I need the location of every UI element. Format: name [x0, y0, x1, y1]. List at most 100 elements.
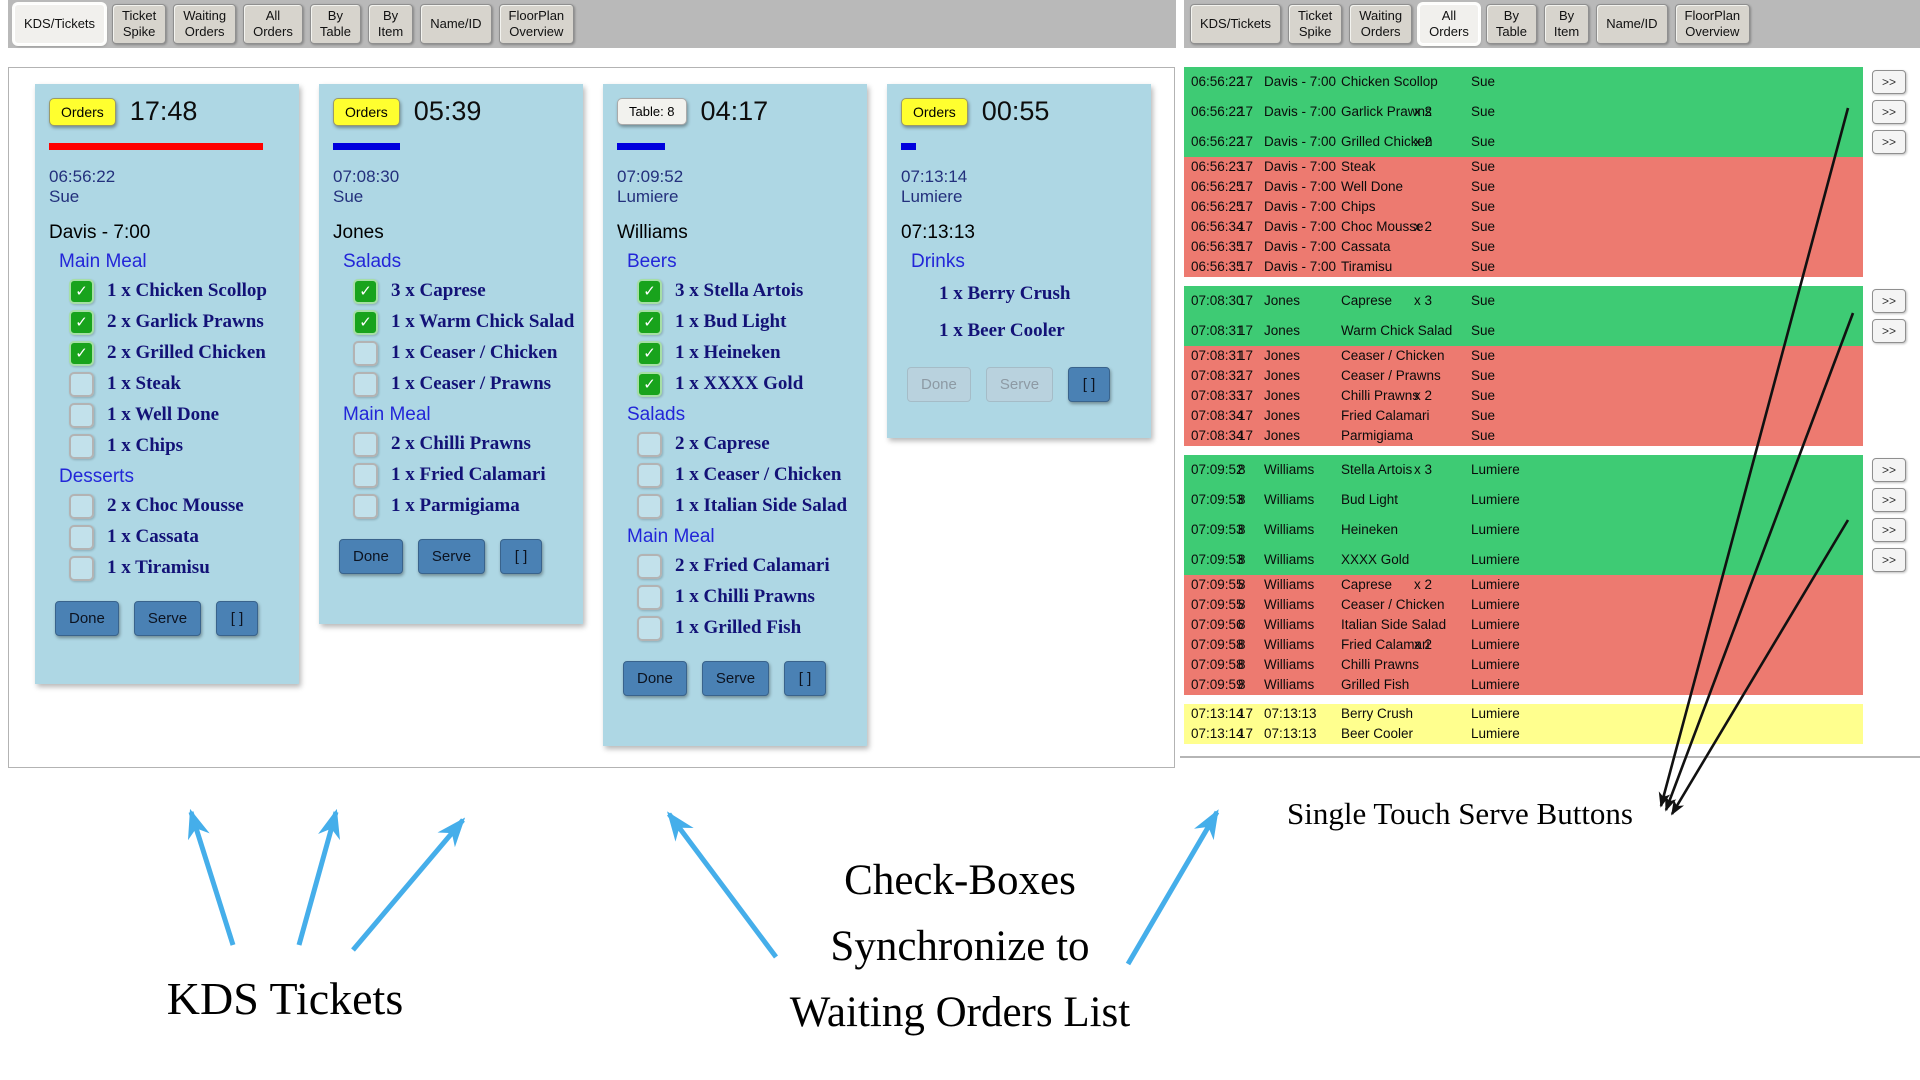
- tab-by-item[interactable]: By Item: [367, 4, 414, 44]
- checkbox-checked[interactable]: ✓: [637, 278, 662, 304]
- checkbox-checked[interactable]: ✓: [637, 371, 662, 397]
- row-time: 07:09:55: [1191, 597, 1244, 613]
- orders-badge-button[interactable]: Orders: [49, 97, 116, 126]
- done-button[interactable]: Done: [55, 601, 119, 636]
- checkbox-unchecked[interactable]: [69, 433, 94, 459]
- tab-kds-tickets[interactable]: KDS/Tickets: [14, 4, 106, 44]
- tab-waiting-orders[interactable]: Waiting Orders: [173, 4, 237, 44]
- bracket-button[interactable]: [ ]: [500, 539, 543, 574]
- table-badge-button[interactable]: Table: 8: [617, 98, 687, 125]
- checkbox-unchecked[interactable]: [637, 462, 662, 488]
- tab-by-item[interactable]: By Item: [1543, 4, 1590, 44]
- checkbox-unchecked[interactable]: [353, 371, 378, 397]
- single-touch-serve-button[interactable]: >>: [1872, 289, 1906, 313]
- single-touch-serve-button[interactable]: >>: [1872, 458, 1906, 482]
- row-name: Williams: [1264, 522, 1315, 538]
- orders-badge-button[interactable]: Orders: [333, 97, 400, 126]
- row-time: 07:09:55: [1191, 577, 1244, 593]
- tab-name-id[interactable]: Name/ID: [420, 4, 492, 44]
- tab-ticket-spike[interactable]: Ticket Spike: [112, 4, 167, 44]
- single-touch-serve-button[interactable]: >>: [1872, 130, 1906, 154]
- serve-button[interactable]: Serve: [701, 661, 770, 696]
- checkbox-unchecked[interactable]: [637, 615, 662, 641]
- serve-button[interactable]: Serve: [133, 601, 202, 636]
- checkbox-unchecked[interactable]: [353, 462, 378, 488]
- item-label: 1 x Parmigiama: [391, 495, 520, 516]
- item-label: 2 x Grilled Chicken: [107, 342, 266, 363]
- row-station: 17: [1238, 408, 1254, 424]
- item-label: 1 x Ceaser / Prawns: [391, 373, 552, 394]
- tab-all-orders[interactable]: All Orders: [243, 4, 303, 44]
- row-name: Davis - 7:00: [1264, 179, 1337, 195]
- checkbox-unchecked[interactable]: [637, 553, 662, 579]
- tab-kds-tickets[interactable]: KDS/Tickets: [1190, 4, 1282, 44]
- tab-floorplan-overview[interactable]: FloorPlan Overview: [498, 4, 575, 44]
- row-time: 06:56:22: [1191, 104, 1244, 120]
- row-waiter: Sue: [1471, 348, 1496, 364]
- row-item: Heineken: [1341, 522, 1399, 538]
- row-station: 17: [1238, 388, 1254, 404]
- tab-by-table[interactable]: By Table: [309, 4, 361, 44]
- bracket-button[interactable]: [ ]: [784, 661, 827, 696]
- tab-ticket-spike[interactable]: Ticket Spike: [1288, 4, 1343, 44]
- checkbox-checked[interactable]: ✓: [69, 340, 94, 366]
- checkbox-unchecked[interactable]: [353, 493, 378, 519]
- ticket-item: 2 x Choc Mousse: [69, 493, 285, 519]
- bracket-button[interactable]: [ ]: [216, 601, 259, 636]
- checkbox-unchecked[interactable]: [637, 431, 662, 457]
- single-touch-serve-button[interactable]: >>: [1872, 100, 1906, 124]
- checkbox-checked[interactable]: ✓: [353, 309, 378, 335]
- ticket-progress-bar: [901, 143, 916, 150]
- annotation-sync-line-1: Check-Boxes: [844, 857, 1076, 904]
- row-time: 07:08:32: [1191, 368, 1244, 384]
- checkbox-unchecked[interactable]: [69, 402, 94, 428]
- tab-all-orders[interactable]: All Orders: [1419, 4, 1479, 44]
- checkbox-unchecked[interactable]: [69, 524, 94, 550]
- row-waiter: Sue: [1471, 199, 1496, 215]
- tab-floorplan-overview[interactable]: FloorPlan Overview: [1674, 4, 1751, 44]
- done-button[interactable]: Done: [339, 539, 403, 574]
- course-heading-beers: Beers: [627, 251, 677, 272]
- single-touch-serve-button[interactable]: >>: [1872, 319, 1906, 343]
- row-station: 17: [1238, 259, 1254, 275]
- row-name: Williams: [1264, 657, 1315, 673]
- single-touch-serve-button[interactable]: >>: [1872, 548, 1906, 572]
- checkbox-checked[interactable]: ✓: [637, 309, 662, 335]
- checkbox-unchecked[interactable]: [69, 371, 94, 397]
- checkbox-unchecked[interactable]: [69, 493, 94, 519]
- checkbox-unchecked[interactable]: [353, 431, 378, 457]
- checkbox-checked[interactable]: ✓: [69, 309, 94, 335]
- ticket-progress-bar: [617, 143, 665, 150]
- ticket-item: 1 x Chips: [69, 433, 285, 459]
- done-button[interactable]: Done: [623, 661, 687, 696]
- order-time: 06:56:22: [49, 167, 116, 186]
- checkbox-unchecked[interactable]: [637, 493, 662, 519]
- checkbox-checked[interactable]: ✓: [353, 278, 378, 304]
- tab-name-id[interactable]: Name/ID: [1596, 4, 1668, 44]
- checkbox-unchecked[interactable]: [637, 584, 662, 610]
- checkbox-unchecked[interactable]: [69, 555, 94, 581]
- orders-badge-button[interactable]: Orders: [901, 97, 968, 126]
- ticket-item: 1 x Well Done: [69, 402, 285, 428]
- single-touch-serve-button[interactable]: >>: [1872, 518, 1906, 542]
- bracket-button[interactable]: [ ]: [1068, 367, 1111, 402]
- checkbox-unchecked[interactable]: [353, 340, 378, 366]
- checkbox-checked[interactable]: ✓: [69, 278, 94, 304]
- single-touch-serve-button[interactable]: >>: [1872, 488, 1906, 512]
- serve-button[interactable]: Serve: [417, 539, 486, 574]
- item-label: 2 x Caprese: [675, 433, 770, 454]
- row-item: Well Done: [1341, 179, 1404, 195]
- tab-waiting-orders[interactable]: Waiting Orders: [1349, 4, 1413, 44]
- checkbox-checked[interactable]: ✓: [637, 340, 662, 366]
- row-name: Davis - 7:00: [1264, 219, 1337, 235]
- tab-by-table[interactable]: By Table: [1485, 4, 1537, 44]
- single-touch-serve-button[interactable]: >>: [1872, 70, 1906, 94]
- row-time: 07:09:58: [1191, 637, 1244, 653]
- ticket-item: 2 x Chilli Prawns: [353, 431, 569, 457]
